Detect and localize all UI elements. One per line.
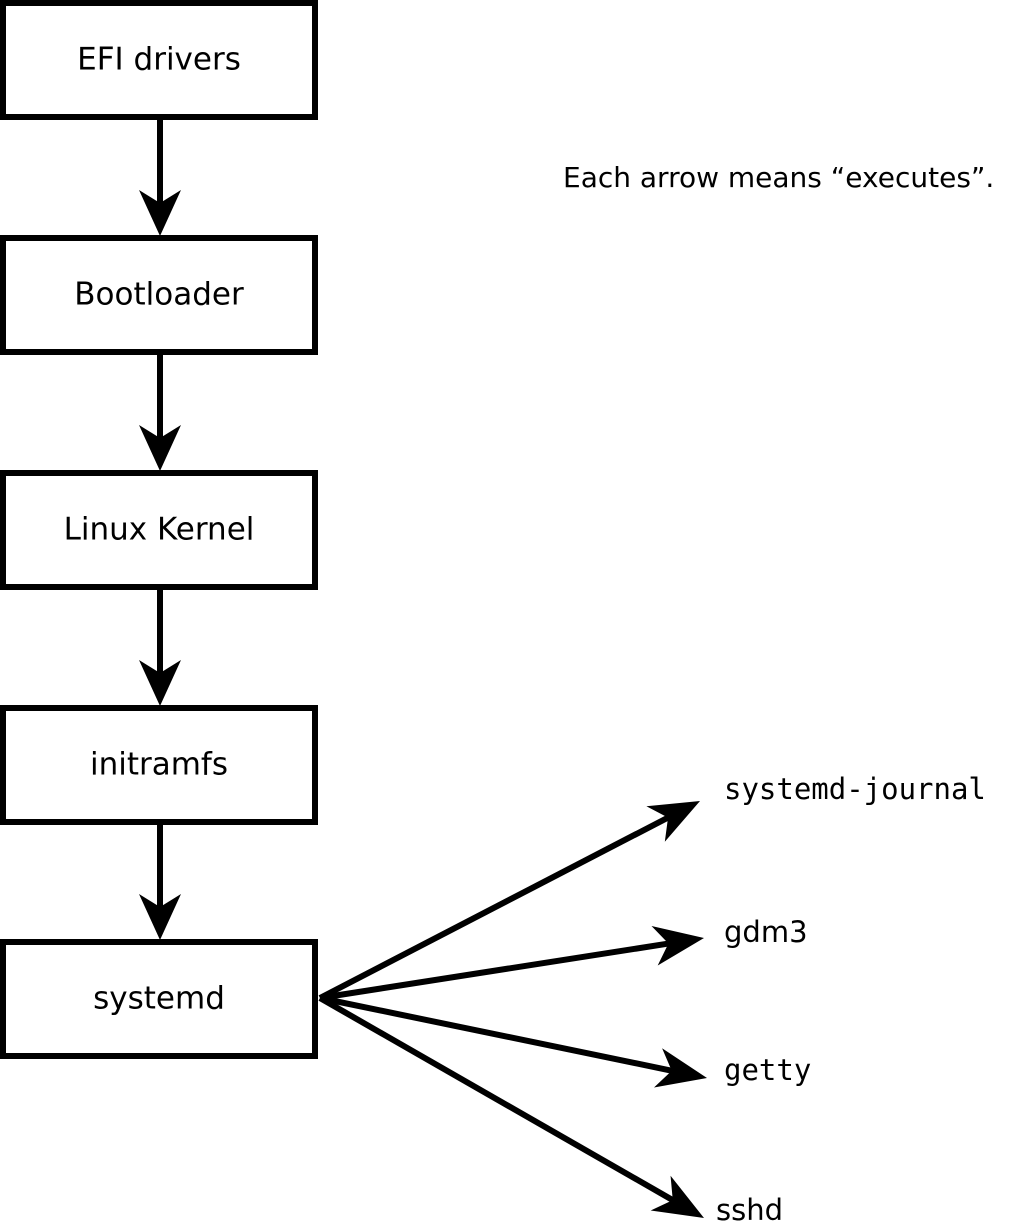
arrow-head — [139, 894, 181, 940]
box-label-systemd: systemd — [93, 981, 225, 1017]
process-box-bootloader[interactable]: Bootloader — [0, 235, 318, 355]
process-box-initramfs[interactable]: initramfs — [0, 705, 318, 825]
flow-arrow-kernel-to-initramfs — [139, 590, 181, 706]
fan-arrow-layer — [318, 801, 707, 1218]
box-outline-efi-drivers — [0, 0, 318, 120]
leaf-label-layer: systemd-journal gdm3 getty sshd — [716, 772, 986, 1227]
arrow-head — [139, 425, 181, 471]
box-label-bootloader: Bootloader — [74, 277, 244, 313]
box-label-initramfs: initramfs — [90, 747, 228, 783]
leaf-label-systemd-to-gdm3[interactable]: gdm3 — [724, 915, 808, 949]
leaf-label-systemd-to-getty[interactable]: getty — [724, 1053, 811, 1087]
arrow-head — [651, 925, 704, 966]
arrow-shaft — [319, 939, 673, 1001]
flow-arrow-layer — [139, 120, 181, 940]
process-box-systemd[interactable]: systemd — [0, 939, 318, 1059]
leaf-label-systemd-to-systemd-journal[interactable]: systemd-journal — [724, 772, 986, 806]
box-label-linux-kernel: Linux Kernel — [64, 512, 255, 548]
legend-note: Each arrow means “executes”. — [563, 161, 994, 194]
flow-arrow-bootloader-to-kernel — [139, 355, 181, 471]
arrow-head — [139, 190, 181, 236]
box-outline-systemd — [0, 939, 318, 1059]
box-outline-linux-kernel — [0, 470, 318, 590]
fan-arrow-systemd-to-gdm3 — [319, 925, 704, 1001]
arrow-shaft — [319, 995, 677, 1075]
process-box-efi-drivers[interactable]: EFI drivers — [0, 0, 318, 120]
fan-arrow-systemd-to-sshd — [318, 995, 704, 1218]
flow-arrow-efi-to-bootloader — [139, 120, 181, 236]
process-box-linux-kernel[interactable]: Linux Kernel — [0, 470, 318, 590]
arrow-head — [139, 660, 181, 706]
arrow-head — [653, 1048, 707, 1088]
fan-arrow-systemd-to-systemd-journal — [318, 801, 700, 1001]
box-outline-initramfs — [0, 705, 318, 825]
box-label-efi-drivers: EFI drivers — [77, 42, 241, 78]
arrow-shaft — [318, 813, 673, 1001]
fan-arrow-systemd-to-getty — [319, 995, 707, 1088]
arrow-shaft — [318, 995, 678, 1205]
box-outline-bootloader — [0, 235, 318, 355]
leaf-label-systemd-to-sshd[interactable]: sshd — [716, 1193, 783, 1227]
flow-arrow-initramfs-to-systemd — [139, 825, 181, 940]
arrow-head — [646, 801, 700, 842]
arrow-head — [650, 1175, 704, 1218]
